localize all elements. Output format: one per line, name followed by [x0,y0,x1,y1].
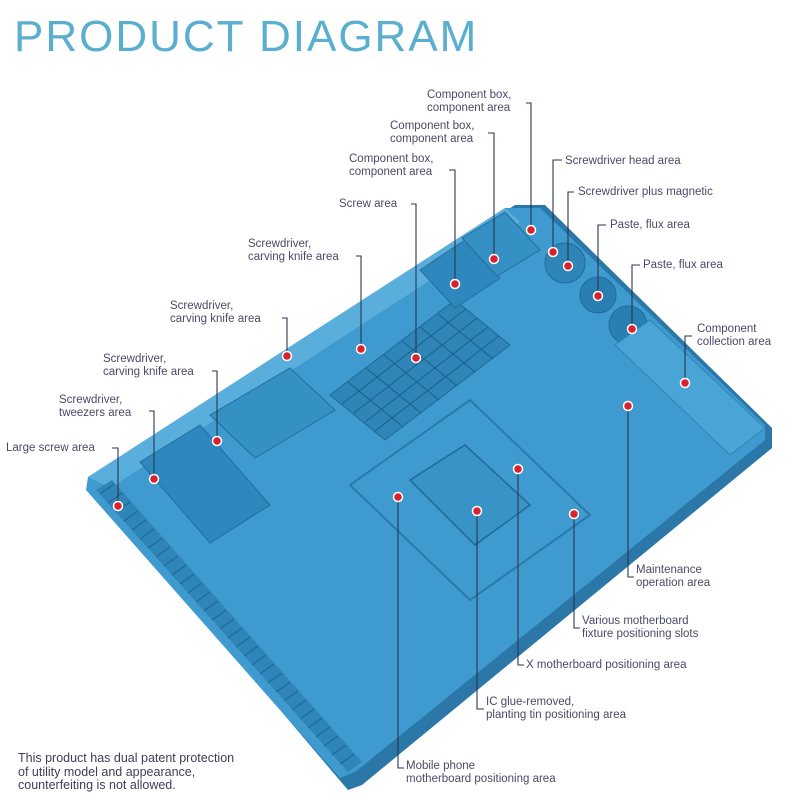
marker-maintenance [622,400,634,412]
label-screwdriver-knife-1: Screwdriver,carving knife area [248,238,339,263]
marker-screwdriver-tweezers [148,473,160,485]
screw-grid-lines [341,308,500,432]
label-paste-flux-2: Paste, flux area [643,259,723,271]
marker-mobile-motherboard [392,491,404,503]
label-component-box-1: Component box,component area [427,89,512,114]
label-screwdriver-magnetic: Screwdriver plus magnetic [578,186,713,198]
label-component-box-2: Component box,component area [390,120,475,145]
marker-fixture-slots [568,508,580,520]
leader-lines [112,102,692,769]
large-screw-grooves [99,483,355,765]
marker-ic-glue [471,505,483,517]
label-x-motherboard: X motherboard positioning area [526,659,687,671]
marker-screw-area [410,352,422,364]
marker-dots [112,224,691,520]
marker-screwdriver-magnetic [562,260,574,272]
tweezers-tray [139,424,271,544]
label-paste-flux-1: Paste, flux area [610,219,690,231]
screw-grid [329,299,511,441]
component-box-tray-2 [461,211,541,277]
label-screwdriver-knife-2: Screwdriver,carving knife area [170,300,261,325]
label-screwdriver-head: Screwdriver head area [565,155,681,167]
marker-component-box-1 [525,224,537,236]
marker-component-box-3 [449,278,461,290]
marker-paste-flux-2 [626,323,638,335]
label-screwdriver-tweezers: Screwdriver,tweezers area [59,394,132,419]
marker-large-screw [112,500,124,512]
label-screwdriver-knife-3: Screwdriver,carving knife area [103,353,194,378]
label-component-box-3: Component box,component area [349,153,434,178]
collection-channel [614,319,766,456]
marker-screwdriver-knife-1 [355,343,367,355]
marker-component-collection [679,377,691,389]
silicone-mat [86,205,772,790]
knife-tray [209,367,336,459]
page-title: PRODUCT DIAGRAM [14,12,479,61]
motherboard-fixture [348,398,592,602]
label-large-screw: Large screw area [6,442,95,454]
marker-x-motherboard [512,463,524,475]
marker-paste-flux-1 [592,290,604,302]
marker-screwdriver-head [547,246,559,258]
ic-positioning-area [408,444,532,546]
marker-component-box-2 [488,253,500,265]
marker-screwdriver-knife-3 [211,435,223,447]
mat-back-rim [88,208,520,488]
label-ic-glue: IC glue-removed,planting tin positioning… [486,696,627,721]
marker-screwdriver-knife-2 [281,350,293,362]
patent-footnote: This product has dual patent protection … [18,751,235,792]
label-screw-area: Screw area [339,198,398,210]
